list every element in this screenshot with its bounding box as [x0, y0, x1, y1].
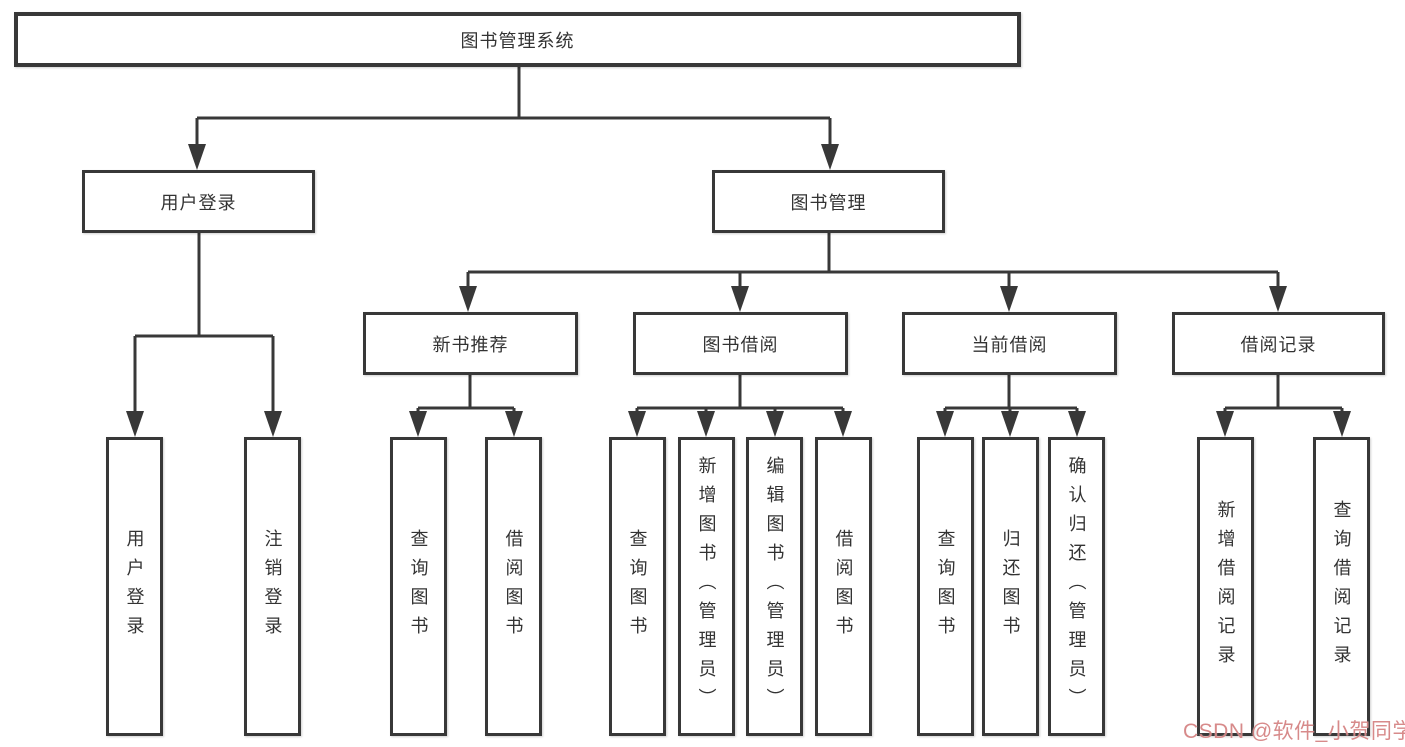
node-leaf-borrow-book-2: 借阅图书 — [815, 437, 872, 736]
node-leaf-add-book-admin: 新增图书（管理员） — [678, 437, 735, 736]
node-borrow-records-label: 借阅记录 — [1240, 334, 1317, 355]
node-book-mgmt-branch: 图书管理 — [712, 170, 945, 233]
node-leaf-query-book-1: 查询图书 — [390, 437, 447, 736]
node-leaf-add-borrow-record-label: 新增借阅记录 — [1215, 499, 1236, 674]
node-leaf-query-book-2: 查询图书 — [609, 437, 666, 736]
node-book-borrow-label: 图书借阅 — [702, 334, 779, 355]
node-leaf-logout: 注销登录 — [244, 437, 301, 736]
node-leaf-logout-label: 注销登录 — [262, 528, 283, 645]
node-leaf-edit-book-admin: 编辑图书（管理员） — [746, 437, 803, 736]
node-leaf-query-book-3-label: 查询图书 — [935, 528, 956, 645]
node-leaf-return-book-label: 归还图书 — [1000, 528, 1021, 645]
node-leaf-query-borrow-record-label: 查询借阅记录 — [1331, 499, 1352, 674]
node-leaf-query-book-1-label: 查询图书 — [408, 528, 429, 645]
node-leaf-confirm-return-admin-label: 确认归还（管理员） — [1066, 456, 1087, 717]
node-leaf-query-book-3: 查询图书 — [917, 437, 974, 736]
node-leaf-return-book: 归还图书 — [982, 437, 1039, 736]
node-leaf-query-book-2-label: 查询图书 — [627, 528, 648, 645]
node-current-borrow-label: 当前借阅 — [971, 334, 1048, 355]
node-leaf-borrow-book-2-label: 借阅图书 — [833, 528, 854, 645]
csdn-watermark: CSDN @软件_小贺同学 — [1183, 720, 1405, 743]
node-leaf-add-borrow-record: 新增借阅记录 — [1197, 437, 1254, 736]
node-user-login-branch: 用户登录 — [82, 170, 315, 233]
node-borrow-records: 借阅记录 — [1172, 312, 1385, 375]
node-leaf-add-book-admin-label: 新增图书（管理员） — [696, 456, 717, 717]
node-leaf-borrow-book-1-label: 借阅图书 — [503, 528, 524, 645]
node-current-borrow: 当前借阅 — [902, 312, 1117, 375]
node-book-mgmt-branch-label: 图书管理 — [790, 192, 867, 213]
node-leaf-borrow-book-1: 借阅图书 — [485, 437, 542, 736]
node-new-book-recommend: 新书推荐 — [363, 312, 578, 375]
node-leaf-query-borrow-record: 查询借阅记录 — [1313, 437, 1370, 736]
node-leaf-confirm-return-admin: 确认归还（管理员） — [1048, 437, 1105, 736]
node-root: 图书管理系统 — [14, 12, 1021, 67]
node-new-book-recommend-label: 新书推荐 — [432, 334, 509, 355]
node-book-borrow: 图书借阅 — [633, 312, 848, 375]
node-root-label: 图书管理系统 — [460, 30, 575, 51]
node-leaf-user-login-label: 用户登录 — [124, 528, 145, 645]
node-user-login-branch-label: 用户登录 — [160, 192, 237, 213]
node-leaf-edit-book-admin-label: 编辑图书（管理员） — [764, 456, 785, 717]
node-leaf-user-login: 用户登录 — [106, 437, 163, 736]
